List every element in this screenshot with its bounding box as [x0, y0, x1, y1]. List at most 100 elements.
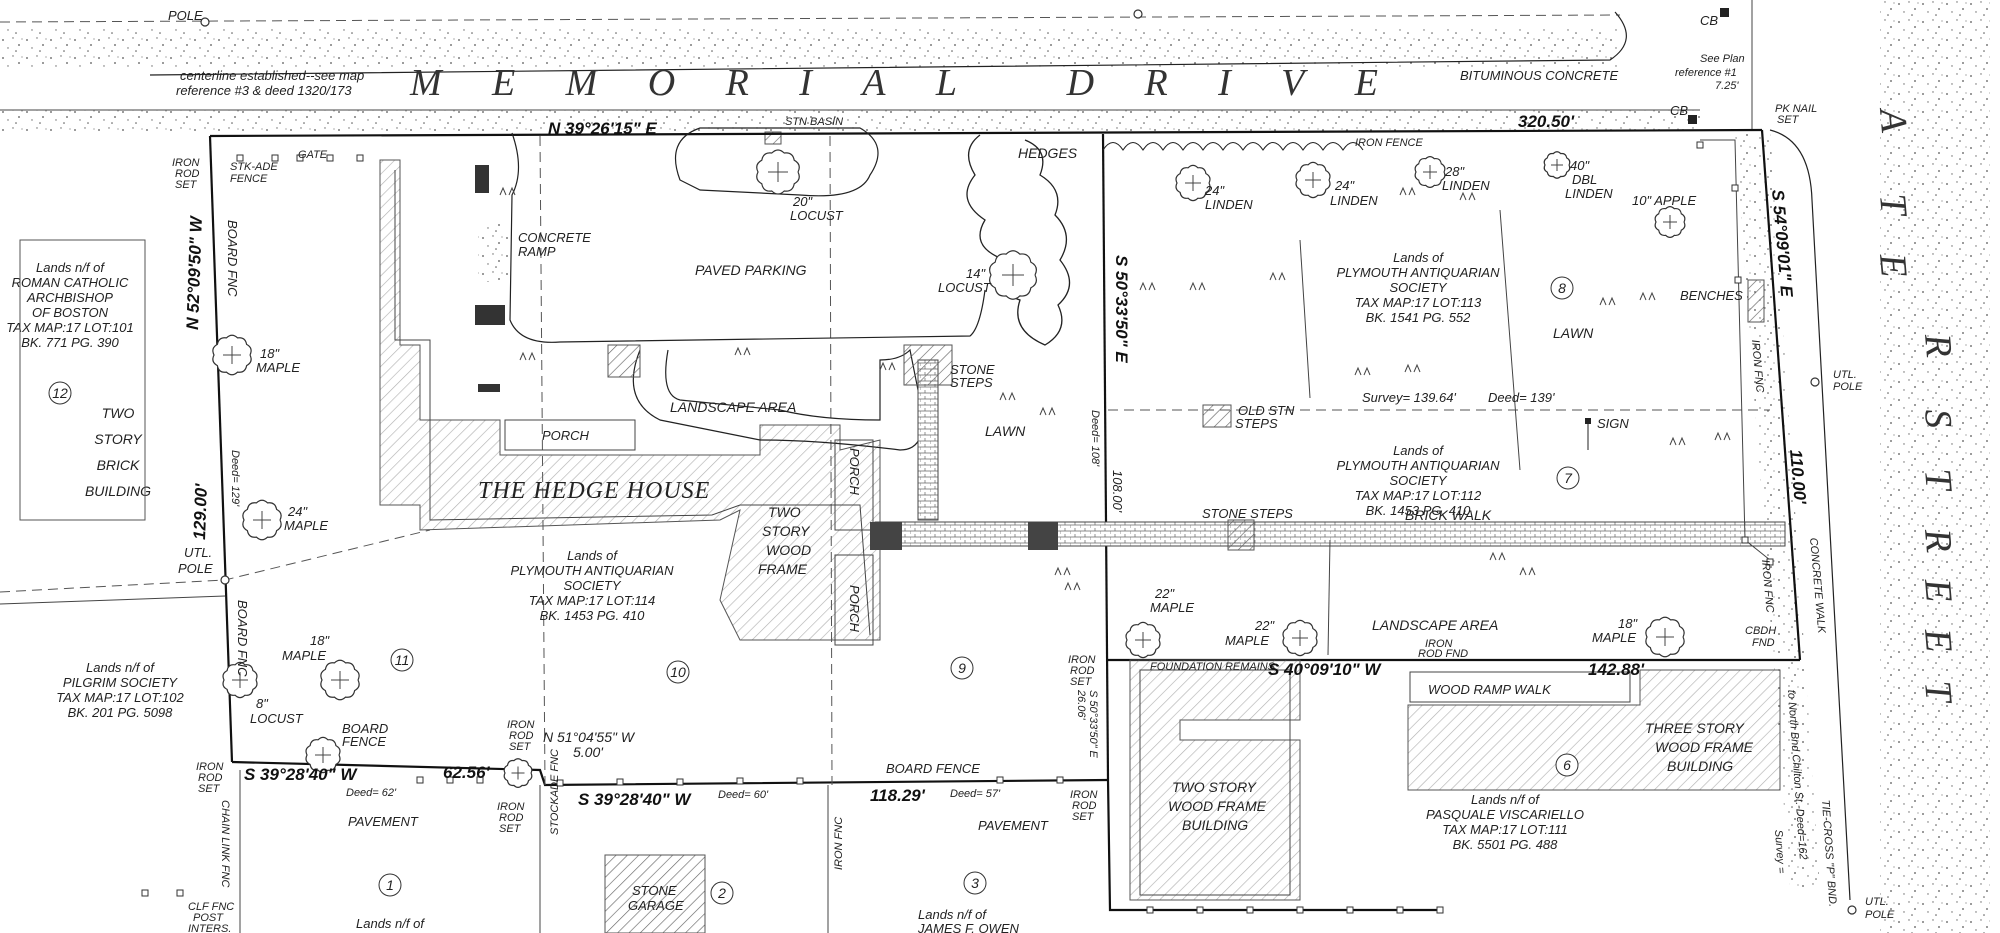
water-street-letter: T: [1916, 467, 1960, 495]
utl-pole-label-5: UTL.: [1865, 896, 1889, 908]
utl-pole-icon-1: [1810, 377, 1820, 387]
tree-center-icon: [331, 671, 349, 689]
owner-line: TAX MAP:17 LOT:114: [529, 593, 655, 608]
water-street-letter: T: [1871, 192, 1915, 220]
ref-dist-label: 7.25': [1715, 80, 1739, 92]
clf-label-1: CLF FNC: [188, 901, 234, 913]
tree-center-icon: [511, 766, 525, 780]
water-street-letter: E: [1871, 251, 1915, 281]
stone-steps-block: [903, 344, 953, 386]
owner-line: SOCIETY: [563, 578, 621, 593]
utility-line-left: [0, 529, 431, 593]
fnd-label: FND: [1752, 637, 1775, 649]
hedges: [966, 134, 1071, 346]
lawn-label-2: LAWN: [1553, 325, 1594, 341]
grass-icon: [1404, 363, 1421, 373]
south1-bearing: S 39°28'40" W: [244, 765, 358, 784]
utl-pole-label-3: UTL.: [184, 545, 212, 560]
water-street-letter: T: [1916, 679, 1960, 707]
three-story-label-2: WOOD FRAME: [1655, 739, 1754, 755]
stn-basin-icon: [764, 131, 782, 145]
maple22b-label-2: MAPLE: [1225, 633, 1269, 648]
iron-rod-fnd-label-2: ROD FND: [1418, 648, 1468, 660]
lot-number: 6: [1563, 757, 1571, 773]
owner-line: TAX MAP:17 LOT:112: [1355, 488, 1482, 503]
fence-post-icon: [446, 776, 454, 784]
stone-steps-label-2: STEPS: [950, 375, 993, 390]
iron-rod-mid-3: SET: [509, 741, 532, 753]
fence-post-icon: [271, 154, 279, 162]
north-boundary: [209, 128, 1763, 138]
owner-line: BK. 771 PG. 390: [21, 335, 119, 350]
lower-mid-bearing: S 50°33'50" E: [1087, 690, 1099, 759]
building-hedge-house: [379, 159, 881, 641]
three-story-label-1: THREE STORY: [1645, 720, 1745, 736]
lot-number-circle: [710, 881, 734, 905]
maple22b-label: 22": [1254, 618, 1275, 633]
survey-line-2: [1499, 209, 1521, 471]
stn-basin-label: STN BASIN: [785, 116, 843, 128]
lot-number: 8: [1558, 280, 1566, 296]
linden24b-label-2: LINDEN: [1330, 193, 1378, 208]
lot-number: 10: [670, 664, 686, 680]
gate-posts: [141, 141, 1774, 914]
fence-post-icon: [296, 154, 304, 162]
stone-steps-label: STONE: [950, 362, 995, 377]
fence-label: FENCE: [230, 173, 268, 185]
porch-label: PORCH: [542, 428, 590, 443]
owner-line: TAX MAP:17 LOT:113: [1355, 295, 1482, 310]
iron-rod-right-6: SET: [1072, 811, 1095, 823]
iron-rod-mid-6: SET: [499, 823, 522, 835]
lot-number-circle: [1556, 466, 1580, 490]
owner-line: Lands of: [567, 548, 618, 563]
iron-rod-label-3: SET: [175, 179, 198, 191]
iron-rod-mid-1: IRON: [507, 719, 535, 731]
fence-post-icon: [1056, 776, 1064, 784]
lawn-label-1: LAWN: [985, 423, 1026, 439]
pavement-label-1: PAVEMENT: [348, 814, 419, 829]
inner-distance: 142.88': [1588, 660, 1645, 679]
owner-line: ARCHBISHOP: [26, 290, 113, 305]
fence-post-icon: [1734, 276, 1742, 284]
locust-island: [674, 127, 879, 197]
tree-center-icon: [253, 511, 271, 529]
iron-rod-right-3: SET: [1070, 676, 1093, 688]
concrete-ramp: [478, 222, 510, 282]
locust8-label-2: LOCUST: [250, 711, 304, 726]
grass-icon: [1139, 281, 1156, 291]
hedge-house-label: THE HEDGE HOUSE: [478, 478, 710, 504]
lot-number: 3: [971, 875, 979, 891]
linden40-label-2: DBL: [1572, 172, 1597, 187]
two-story-b-label-2: WOOD FRAME: [1168, 798, 1267, 814]
building-lower-center-inner: [1139, 669, 1291, 896]
locust14-label-2: LOCUST: [938, 280, 992, 295]
linden28-label: 28": [1444, 164, 1465, 179]
small-bearing: N 51°04'55" W: [543, 729, 636, 745]
tree-center-icon: [1663, 215, 1677, 229]
owner-line: OF BOSTON: [32, 305, 109, 320]
owner-line: TAX MAP:17 LOT:102: [56, 690, 184, 705]
wood-ramp-label: WOOD RAMP WALK: [1428, 682, 1552, 697]
fence-post-icon: [476, 776, 484, 784]
water-street-curb: [1769, 129, 1851, 901]
two-story-b-label-1: TWO STORY: [1172, 779, 1258, 795]
grass-icon: [1269, 271, 1286, 281]
iron-fnc-lower-label: IRON FNC: [833, 817, 845, 870]
lot-number-circle: [48, 381, 72, 405]
stone-garage: [604, 854, 706, 933]
iron-rod-south-2: ROD: [198, 772, 223, 784]
porch-right-lower: [834, 554, 874, 646]
road-stipple-top: [0, 28, 1620, 68]
pole-label: POLE: [168, 8, 203, 23]
steps-block-left: [607, 344, 641, 378]
mid-bearing: S 50°33'50" E: [1112, 255, 1131, 363]
iron-rod-right-5: ROD: [1072, 800, 1097, 812]
iron-rod-mid-5: ROD: [499, 812, 524, 824]
east-boundary: [1760, 129, 1802, 661]
tree-center-icon: [768, 162, 788, 182]
landscape-label: LANDSCAPE AREA: [670, 399, 796, 415]
lot-number: 9: [958, 660, 966, 676]
